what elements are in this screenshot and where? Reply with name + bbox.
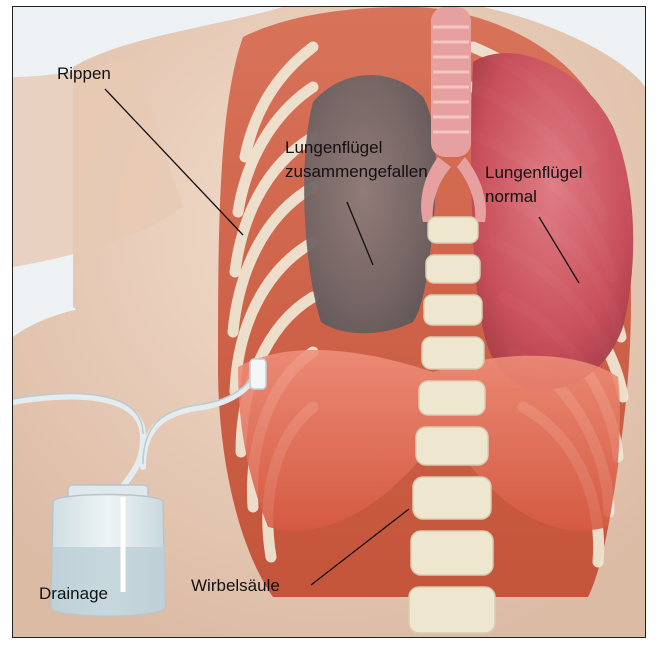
thorax-illustration — [13, 7, 645, 637]
label-lung-collapsed-line1: Lungenflügel — [285, 137, 382, 158]
label-lung-collapsed-line2: zusammengefallen — [285, 161, 428, 182]
label-drainage: Drainage — [39, 583, 108, 604]
label-lung-normal-line1: Lungenflügel — [485, 162, 582, 183]
label-lung-normal-line2: normal — [485, 186, 537, 207]
lung-collapsed — [304, 75, 436, 333]
label-spine: Wirbelsäule — [191, 575, 280, 596]
diagram-frame: Rippen Lungenflügel zusammengefallen Lun… — [12, 6, 646, 638]
label-ribs: Rippen — [57, 63, 111, 84]
